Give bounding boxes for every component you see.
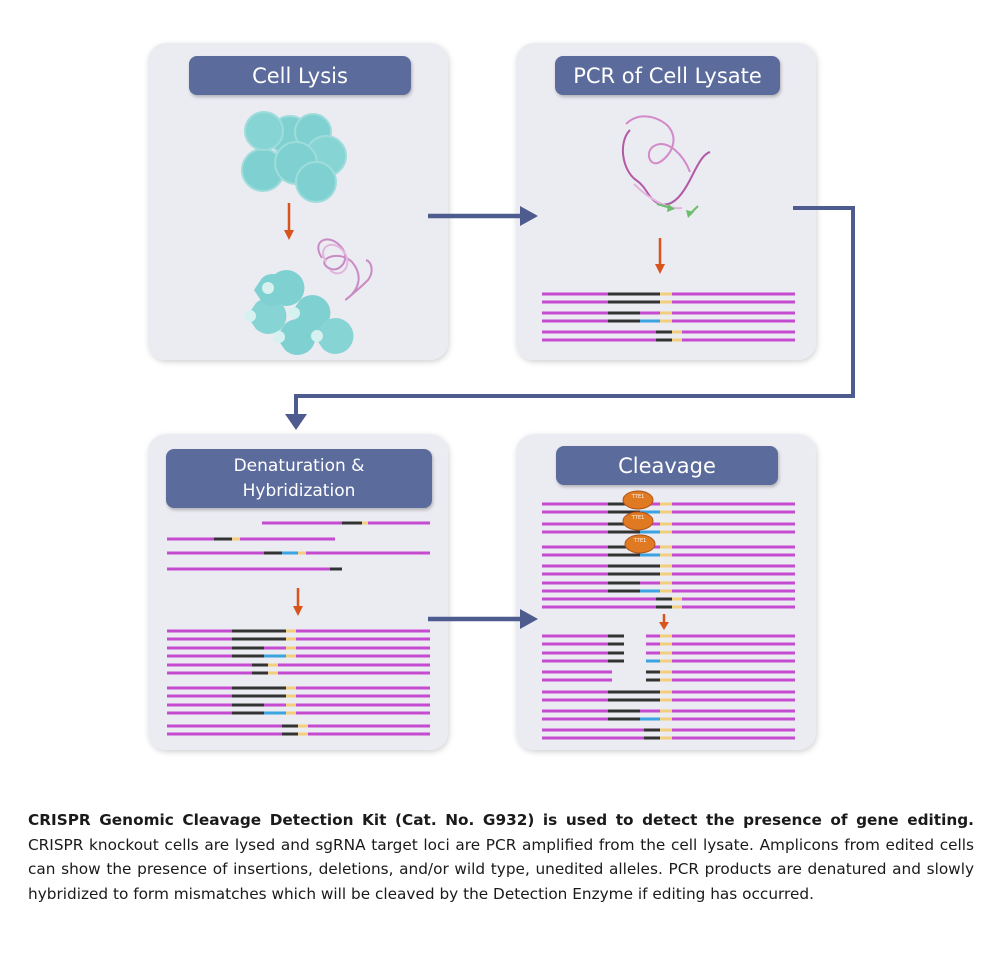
panel-title-text: PCR of Cell Lysate xyxy=(573,63,762,88)
arrowhead-pcr-to-denaturation xyxy=(285,414,307,430)
process-arrow-pcr xyxy=(655,238,665,274)
process-arrow-lysis xyxy=(284,203,294,240)
enzyme-t7e1: T7E1 xyxy=(622,490,654,510)
hybrid-duplexes xyxy=(167,629,430,736)
enzyme-body xyxy=(622,511,654,531)
arrow-pcr-to-denaturation xyxy=(294,206,855,418)
connector-arrowheads xyxy=(285,206,538,629)
primer-arrows xyxy=(656,203,699,218)
enzyme-body xyxy=(622,490,654,510)
pcr-amplicons xyxy=(542,292,795,342)
arrowhead-lysis-to-pcr xyxy=(520,206,538,226)
caption-bold-lead: CRISPR Genomic Cleavage Detection Kit (C… xyxy=(28,811,974,829)
lysed-cells-illustration xyxy=(244,270,354,355)
enzyme-body xyxy=(624,534,656,554)
connector-arrows xyxy=(294,206,855,622)
figure-caption: CRISPR Genomic Cleavage Detection Kit (C… xyxy=(28,808,974,906)
intact-cells-illustration xyxy=(241,111,347,203)
panel-title-pcr: PCR of Cell Lysate xyxy=(555,56,780,95)
enzyme-t7e1: T7E1 xyxy=(624,534,656,554)
arrowhead-denaturation-to-cleavage xyxy=(520,609,538,629)
enzyme-t7e1: T7E1 xyxy=(622,511,654,531)
panel-title-line2: Hybridization xyxy=(242,480,356,501)
single-strands xyxy=(167,521,430,571)
enzyme-label: T7E1 xyxy=(633,538,647,544)
enzyme-label: T7E1 xyxy=(631,494,645,500)
process-arrow-denaturation xyxy=(293,588,303,616)
panel-title-denaturation: Denaturation & Hybridization xyxy=(166,449,432,508)
panel-title-cleavage: Cleavage xyxy=(556,446,778,485)
panel-title-text: Cleavage xyxy=(618,453,716,478)
process-arrow-cleavage xyxy=(659,614,669,630)
cleaved-products xyxy=(542,634,795,740)
panel-title-text: Cell Lysis xyxy=(252,63,348,88)
panel-title-line1: Denaturation & xyxy=(233,455,365,476)
panel-title-cell-lysis: Cell Lysis xyxy=(189,56,411,95)
released-dna-illustration xyxy=(317,238,373,301)
panel-cell-lysis xyxy=(148,43,448,360)
caption-body: CRISPR knockout cells are lysed and sgRN… xyxy=(28,835,974,903)
enzyme-label: T7E1 xyxy=(631,515,645,521)
panel-pcr xyxy=(516,43,816,360)
